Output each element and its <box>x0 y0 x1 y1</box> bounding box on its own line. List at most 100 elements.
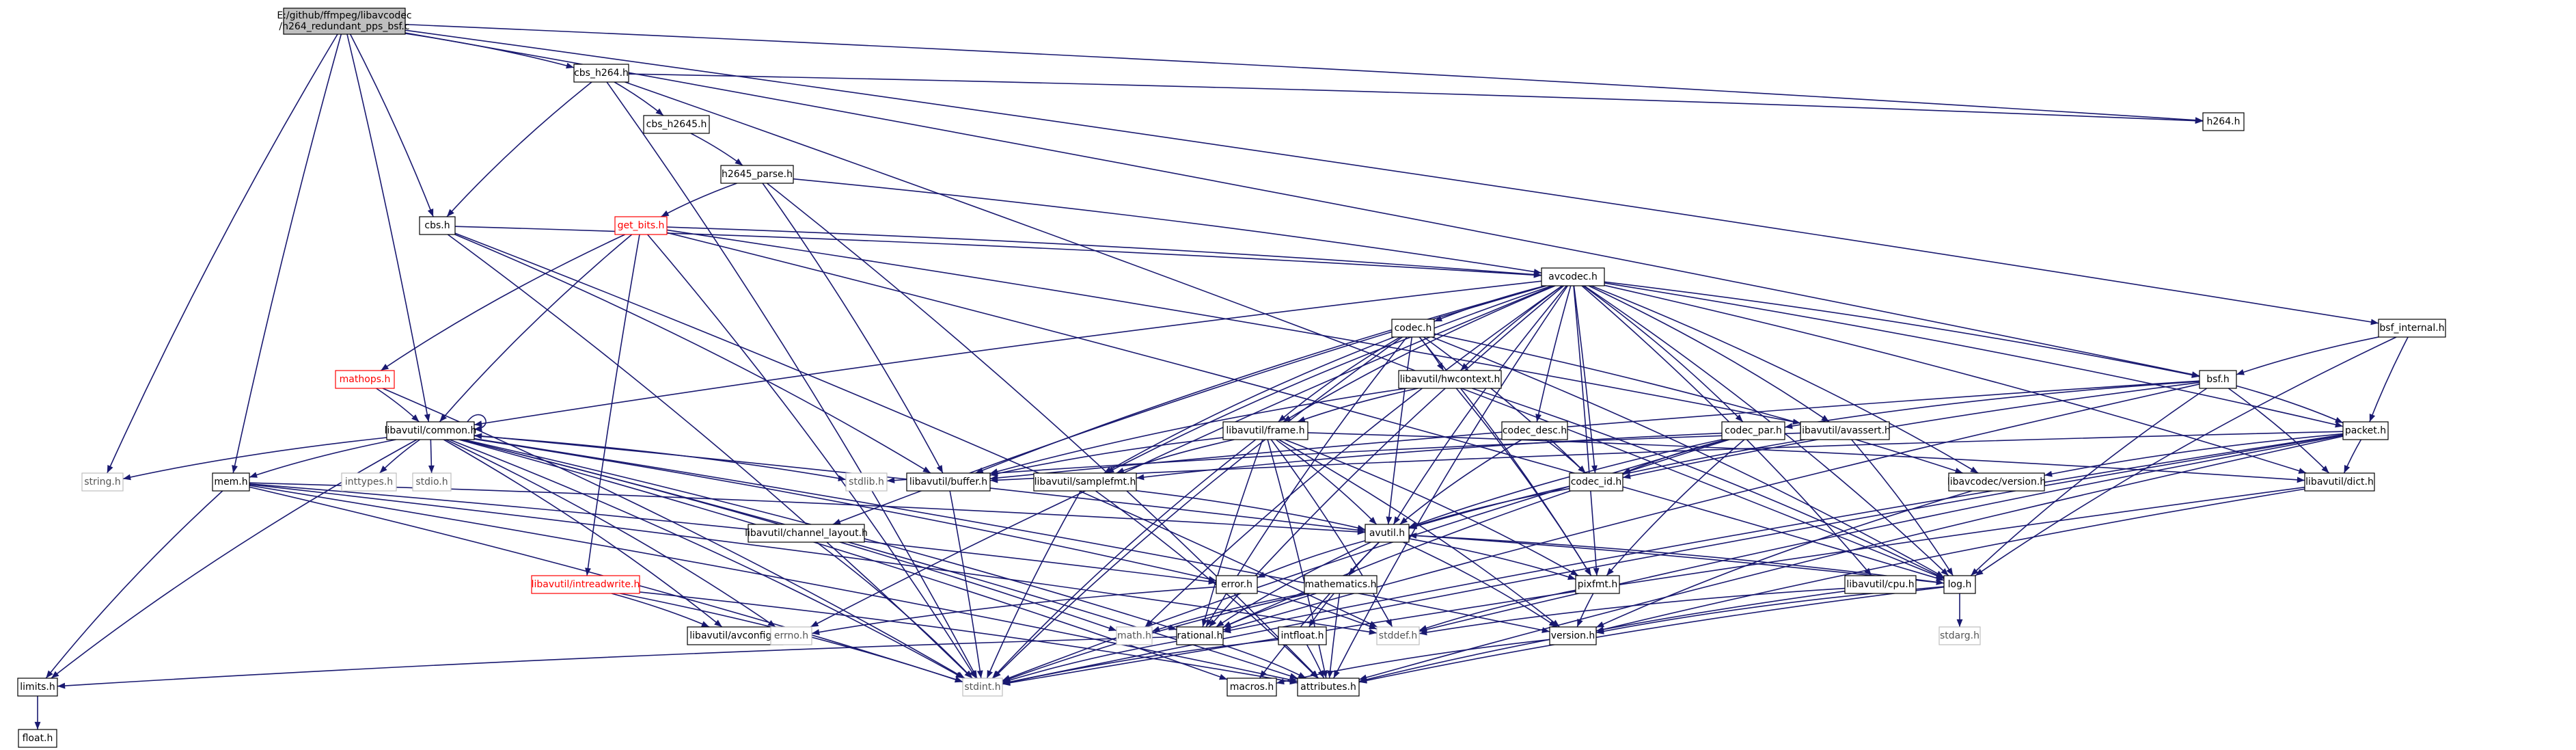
node-box <box>1278 626 1327 645</box>
node-attributes[interactable]: attributes.h <box>1297 678 1360 697</box>
edge-frame-to-pixfmt-arrowhead <box>1570 569 1578 576</box>
node-stdarg[interactable]: stdarg.h <box>1938 626 1981 645</box>
node-box <box>419 216 456 235</box>
node-dict[interactable]: libavutil/dict.h <box>2304 472 2375 492</box>
node-buffer[interactable]: libavutil/buffer.h <box>906 472 991 492</box>
node-box <box>906 472 991 492</box>
node-avcodec[interactable]: avcodec.h <box>1541 267 1605 286</box>
node-macros[interactable]: macros.h <box>1227 678 1277 697</box>
node-string[interactable]: string.h <box>81 472 124 492</box>
node-inttypes[interactable]: inttypes.h <box>341 472 397 492</box>
node-stddef[interactable]: stddef.h <box>1376 626 1420 645</box>
edge-root-to-mem-arrowhead <box>232 465 238 473</box>
node-box <box>212 472 250 492</box>
edge-channel_layout-to-stdint <box>816 541 973 679</box>
node-errno[interactable]: errno.h <box>770 626 812 645</box>
node-common[interactable]: libavutil/common.h <box>385 421 477 440</box>
edge-mem-to-attributes <box>249 485 1298 682</box>
edge-root-to-common <box>346 34 430 423</box>
node-label: errno.h <box>774 630 808 641</box>
node-rational[interactable]: rational.h <box>1176 626 1224 645</box>
node-intreadwrite[interactable]: libavutil/intreadwrite.h <box>531 575 640 594</box>
node-avassert[interactable]: libavutil/avassert.h <box>1799 421 1891 440</box>
node-avutil[interactable]: avutil.h <box>1365 524 1410 543</box>
node-codec-id[interactable]: codec_id.h <box>1569 472 1623 492</box>
node-intfloat[interactable]: intfloat.h <box>1278 626 1327 645</box>
edge-avutil-to-version <box>1403 541 1557 628</box>
node-codec-desc[interactable]: codec_desc.h <box>1501 421 1568 440</box>
edge-frame-to-attributes <box>1267 439 1327 679</box>
edge-avcodec-to-pixfmt <box>1573 285 1598 576</box>
edge-avutil-to-common <box>474 435 1366 532</box>
edge-common-to-version <box>474 438 1550 632</box>
edge-get_bits-to-intreadwrite <box>586 234 640 576</box>
node-h2645-parse[interactable]: h2645_parse.h <box>720 165 794 184</box>
node-root[interactable]: E:/github/ffmpeg/libavcodec/h264_redunda… <box>277 8 412 35</box>
node-stdlib[interactable]: stdlib.h <box>845 472 888 492</box>
edge-frame-to-rational-arrowhead <box>1201 619 1208 627</box>
node-hwcontext[interactable]: libavutil/hwcontext.h <box>1398 370 1502 389</box>
node-cpu[interactable]: libavutil/cpu.h <box>1844 575 1917 594</box>
node-channel-layout[interactable]: libavutil/channel_layout.h <box>745 524 868 543</box>
edge-codec_desc-to-avutil <box>1399 439 1522 525</box>
edge-root-to-common-arrowhead <box>424 414 430 422</box>
edge-get_bits-to-stdint <box>647 234 977 679</box>
node-log[interactable]: log.h <box>1943 575 1976 594</box>
node-limits[interactable]: limits.h <box>17 678 58 697</box>
node-pixfmt[interactable]: pixfmt.h <box>1575 575 1620 594</box>
edge-avutil-to-rational-arrowhead <box>1216 620 1224 627</box>
node-box <box>1216 575 1258 594</box>
node-label: limits.h <box>20 682 55 693</box>
edge-avcodec-to-codec_desc <box>1536 285 1572 423</box>
node-math[interactable]: math.h <box>1116 626 1153 645</box>
node-cbs-h264[interactable]: cbs_h264.h <box>573 64 629 83</box>
node-error[interactable]: error.h <box>1216 575 1258 594</box>
edge-hwcontext-to-frame-arrowhead <box>1297 416 1306 423</box>
edge-root-to-h264 <box>405 23 2204 122</box>
node-samplefmt[interactable]: libavutil/samplefmt.h <box>1033 472 1137 492</box>
node-box <box>2199 370 2237 389</box>
edge-intreadwrite-to-avconfig <box>611 593 710 628</box>
edge-packet-to-rational-arrowhead <box>1223 627 1231 634</box>
edge-cbs_h2645-to-h2645_parse-arrowhead <box>735 158 743 165</box>
node-bsf-internal[interactable]: bsf_internal.h <box>2378 319 2446 338</box>
node-mathops[interactable]: mathops.h <box>335 370 395 389</box>
edge-hwcontext-to-pixfmt <box>1455 388 1592 576</box>
node-codec-par[interactable]: codec_par.h <box>1721 421 1785 440</box>
edge-common-to-string-arrowhead <box>123 474 131 481</box>
node-version-codec[interactable]: libavcodec/version.h <box>1947 472 2046 492</box>
edge-avcodec-to-codec_id <box>1573 285 1596 474</box>
edge-hwcontext-to-log <box>1472 388 1945 579</box>
node-packet[interactable]: packet.h <box>2342 421 2389 440</box>
node-label: get_bits.h <box>618 220 665 231</box>
edge-frame-to-samplefmt-arrowhead <box>1116 468 1125 474</box>
node-version[interactable]: version.h <box>1549 626 1597 645</box>
edge-cpu-to-stddef <box>1419 587 1846 634</box>
node-cbs-h2645[interactable]: cbs_h2645.h <box>643 115 710 134</box>
node-float[interactable]: float.h <box>18 729 57 748</box>
node-mem[interactable]: mem.h <box>212 472 250 492</box>
node-frame[interactable]: libavutil/frame.h <box>1222 421 1308 440</box>
node-label: stddef.h <box>1379 630 1417 641</box>
node-label: macros.h <box>1230 682 1274 693</box>
edge-root-to-cbs_h264 <box>405 33 575 68</box>
edge-h2645_parse-to-buffer-arrowhead <box>936 465 943 473</box>
node-mathematics[interactable]: mathematics.h <box>1304 575 1378 594</box>
node-cbs[interactable]: cbs.h <box>419 216 456 235</box>
edge-codec-to-hwcontext-arrowhead <box>1436 362 1444 371</box>
node-get-bits[interactable]: get_bits.h <box>614 216 668 235</box>
node-stdint[interactable]: stdint.h <box>962 678 1003 697</box>
edge-avcodec-to-codec_par-arrowhead <box>1735 414 1743 422</box>
edge-mathematics-to-math-arrowhead <box>1152 626 1160 632</box>
edge-common-to-stdlib-arrowhead <box>838 475 846 481</box>
node-box <box>1844 575 1917 594</box>
node-stdio[interactable]: stdio.h <box>412 472 452 492</box>
node-codec[interactable]: codec.h <box>1391 319 1435 338</box>
edge-avutil-to-version-arrowhead <box>1548 620 1557 627</box>
node-h264[interactable]: h264.h <box>2202 112 2245 131</box>
node-bsf[interactable]: bsf.h <box>2199 370 2237 389</box>
edge-bsf-to-codec_id-arrowhead <box>1623 472 1631 479</box>
node-label: stdlib.h <box>849 477 884 487</box>
node-box <box>341 472 397 492</box>
node-avconfig[interactable]: libavutil/avconfig.h <box>687 626 784 645</box>
